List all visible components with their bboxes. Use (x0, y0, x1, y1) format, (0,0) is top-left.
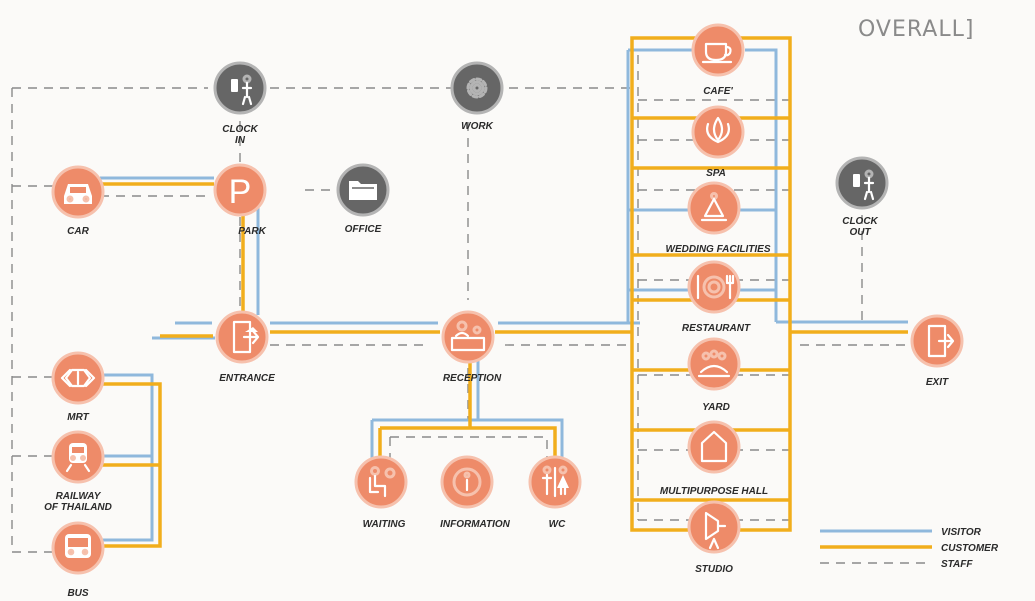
information-node: INFORMATION (440, 455, 511, 530)
legend-customer: CUSTOMER (941, 543, 999, 554)
multipurpose-label: MULTIPURPOSE HALL (660, 486, 768, 497)
multipurpose-node: MULTIPURPOSE HALL (660, 420, 768, 497)
information-label: INFORMATION (440, 519, 511, 530)
office-label: OFFICE (345, 224, 382, 235)
waiting-node: WAITING (354, 455, 408, 530)
gear-icon (466, 77, 488, 99)
work-label: WORK (461, 121, 493, 132)
restaurant-node: RESTAURANT (682, 260, 751, 334)
studio-label: STUDIO (695, 564, 733, 575)
staff-person-icon (853, 169, 875, 201)
wedding-cake-icon (700, 192, 728, 222)
lotus-icon (706, 116, 730, 144)
garden-icon (697, 349, 731, 378)
seated-person-icon (368, 466, 396, 498)
wedding-label: WEDDING FACILITIES (666, 244, 771, 255)
yard-node: YARD (687, 337, 741, 413)
mrt-node: MRT (51, 351, 105, 423)
bus-icon (65, 534, 91, 558)
plate-cutlery-icon (696, 274, 735, 300)
folder-icon (349, 181, 377, 200)
exit-label: EXIT (926, 377, 949, 388)
legend-visitor: VISITOR (941, 527, 982, 538)
entrance-label: ENTRANCE (219, 373, 275, 384)
yard-label: YARD (702, 402, 730, 413)
house-icon (700, 430, 728, 463)
cafe-node: CAFE' (691, 23, 745, 97)
visitor-paths (100, 48, 908, 542)
mrt-label: MRT (67, 412, 89, 423)
bus-label: BUS (67, 588, 88, 599)
car-icon (64, 184, 92, 204)
entrance-node: ENTRANCE (215, 310, 275, 384)
car-label: CAR (67, 226, 89, 237)
diagram-title: OVERALL] (858, 17, 974, 42)
parking-icon: P (229, 173, 252, 211)
wedding-node: WEDDING FACILITIES (666, 181, 771, 255)
staff-person-icon (231, 74, 253, 106)
wc-node: WC (528, 455, 582, 530)
studio-light-icon (704, 511, 727, 550)
door-icon (927, 324, 955, 358)
door-icon (232, 320, 260, 354)
train-track-icon (60, 368, 96, 388)
train-icon (65, 443, 91, 473)
work-node: WORK (450, 61, 504, 132)
info-icon (452, 467, 482, 497)
coffee-cup-icon (701, 42, 733, 64)
wc-label: WC (549, 519, 566, 530)
reception-node: RECEPTION (441, 310, 502, 384)
exit-node: EXIT (910, 314, 964, 388)
spa-node: SPA (691, 105, 745, 179)
spa-label: SPA (706, 168, 726, 179)
receptionist-icon (450, 320, 486, 352)
restaurant-label: RESTAURANT (682, 323, 751, 334)
legend-staff: STAFF (941, 559, 973, 570)
studio-node: STUDIO (687, 500, 741, 575)
park-label: PARK (238, 226, 266, 237)
restroom-icon (541, 465, 569, 498)
waiting-label: WAITING (363, 519, 406, 530)
office-node: OFFICE (336, 163, 390, 235)
customer-paths (100, 36, 908, 548)
bus-node: BUS (51, 521, 105, 599)
car-node: CAR (51, 165, 105, 237)
park-node: P PARK (213, 163, 267, 237)
legend: VISITOR CUSTOMER STAFF (820, 527, 999, 570)
cafe-label: CAFE' (703, 86, 733, 97)
reception-label: RECEPTION (443, 373, 502, 384)
